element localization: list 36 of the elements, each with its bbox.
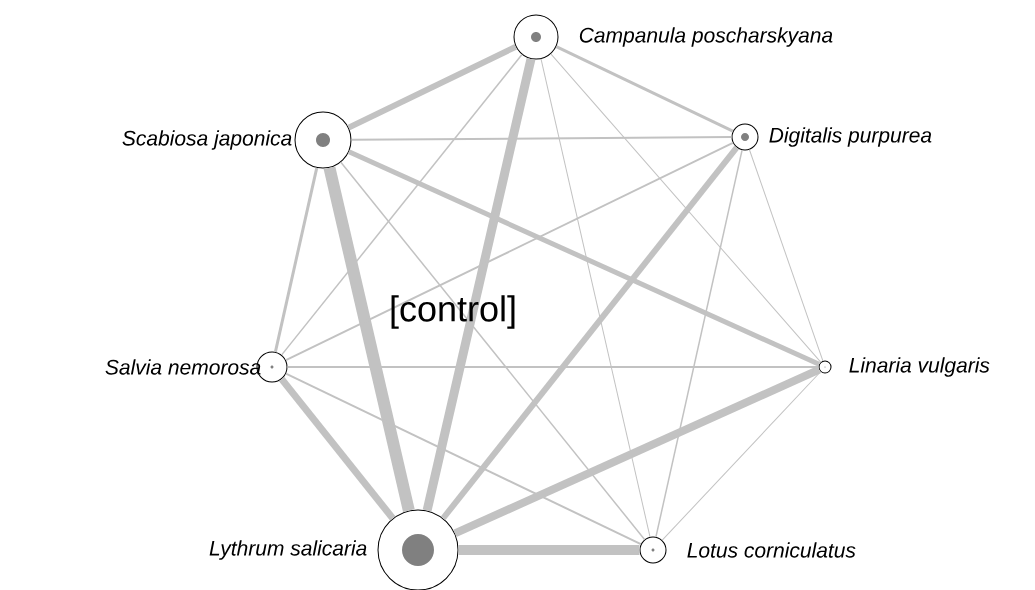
title: [control] xyxy=(391,295,515,329)
species-node: Salvia nemorosa xyxy=(105,351,288,383)
edge-line xyxy=(453,366,821,538)
edge-line xyxy=(655,149,743,538)
species-node: Lotus corniculatus xyxy=(639,536,856,564)
node-label: Linaria vulgaris xyxy=(849,357,990,377)
node-label: Lotus corniculatus xyxy=(687,542,856,558)
species-node: Scabiosa japonica xyxy=(122,111,352,169)
edge-line xyxy=(555,45,734,133)
edge-line xyxy=(347,149,821,367)
edge-line xyxy=(273,167,319,353)
edge-line xyxy=(350,136,733,141)
edge-line xyxy=(661,371,822,541)
edge-line xyxy=(540,58,651,538)
edge-line xyxy=(458,545,640,555)
node-label: Campanula poscharskyana xyxy=(579,27,833,47)
species-node: Linaria vulgaris xyxy=(818,357,990,377)
edge-line xyxy=(323,166,415,512)
species-node: Campanula poscharskyana xyxy=(513,14,833,60)
species-node: Lythrum salicaria xyxy=(209,509,459,590)
node-label: Lythrum salicaria xyxy=(209,540,367,560)
node-label: Salvia nemorosa xyxy=(105,359,261,375)
edge-line xyxy=(550,53,822,363)
species-node: Digitalis purpurea xyxy=(731,123,932,151)
edge-line xyxy=(340,161,646,541)
node-label: Scabiosa japonica xyxy=(122,130,292,150)
edge-line xyxy=(280,53,523,356)
node-label: Digitalis purpurea xyxy=(769,127,932,147)
edge-line xyxy=(278,376,396,521)
edge-line xyxy=(440,145,739,521)
edge-line xyxy=(748,149,824,362)
edge-line xyxy=(422,57,536,512)
edge-line xyxy=(284,141,734,362)
edge-line xyxy=(347,44,518,131)
edge-line xyxy=(286,366,820,368)
edge-line xyxy=(285,372,642,546)
